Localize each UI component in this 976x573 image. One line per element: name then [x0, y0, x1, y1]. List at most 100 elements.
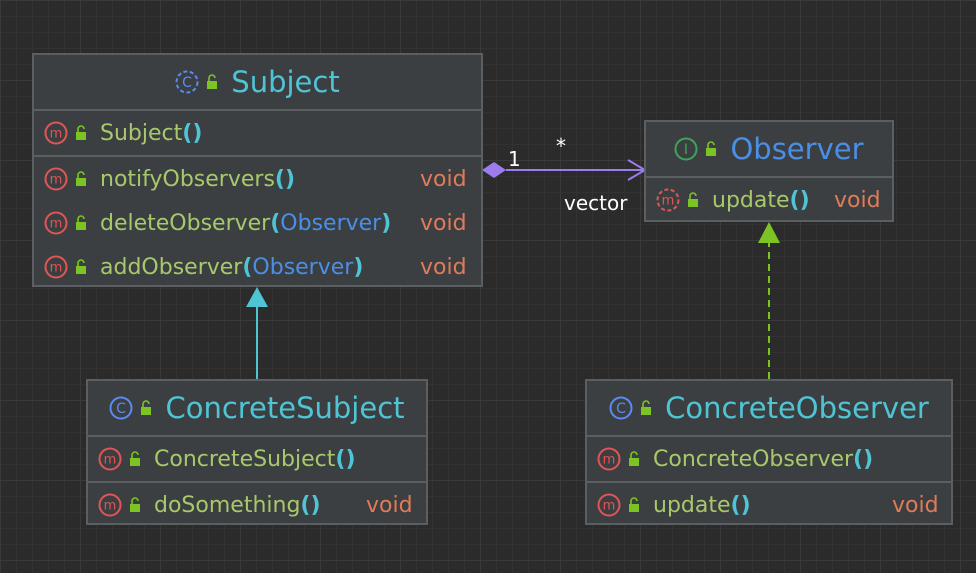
paren-close: ): [381, 210, 392, 236]
member-name: update: [653, 492, 731, 518]
public-lock-icon: [76, 171, 86, 186]
return-type: void: [420, 210, 467, 236]
public-lock-icon: [76, 259, 86, 274]
class-icon: C: [175, 70, 199, 94]
member-row[interactable]: m ConcreteSubject(): [88, 437, 426, 481]
paren-open: (: [730, 492, 741, 518]
svg-text:m: m: [50, 261, 63, 276]
paren-close: ): [284, 166, 296, 192]
svg-text:m: m: [104, 499, 117, 514]
public-lock-icon: [130, 497, 140, 512]
paren-open: (: [789, 187, 800, 213]
constructor-section: m ConcreteObserver(): [587, 437, 951, 483]
class-title: ConcreteSubject: [165, 391, 405, 425]
constructor-section: m Subject(): [34, 111, 481, 157]
member-name: doSomething: [154, 492, 301, 518]
member-row[interactable]: m Subject(): [34, 111, 481, 155]
constructor-section: m ConcreteSubject(): [88, 437, 426, 483]
method-icon: m: [656, 188, 680, 212]
svg-text:I: I: [684, 142, 688, 158]
method-section: m update() void: [587, 483, 951, 527]
role-label: vector: [564, 191, 628, 215]
source-multiplicity-label: 1: [508, 147, 521, 171]
aggregation-diamond: [482, 162, 506, 178]
observer-interface-node[interactable]: I Observer m update() void: [644, 120, 894, 222]
class-header: C Subject: [34, 55, 481, 111]
svg-text:C: C: [117, 401, 127, 417]
interface-header: I Observer: [646, 122, 892, 178]
svg-text:m: m: [603, 499, 616, 514]
method-icon: m: [44, 211, 68, 235]
return-type: void: [892, 492, 939, 518]
paren-close: ): [740, 492, 751, 518]
member-name: ConcreteObserver: [653, 446, 854, 472]
method-icon: m: [597, 493, 621, 517]
concrete-subject-class-node[interactable]: C ConcreteSubject m ConcreteSubject() m …: [86, 379, 428, 525]
member-name: addObserver: [100, 254, 243, 280]
method-icon: m: [98, 447, 122, 471]
svg-text:m: m: [603, 453, 616, 468]
paren-close: ): [345, 446, 356, 472]
paren-open: (: [335, 446, 346, 472]
method-icon: m: [44, 167, 68, 191]
public-lock-icon: [130, 451, 140, 466]
interface-title: Observer: [730, 132, 864, 166]
method-section: m update() void: [646, 178, 892, 222]
paren-open: (: [182, 120, 193, 146]
paren-close: ): [799, 187, 810, 213]
public-lock-icon: [141, 400, 152, 415]
svg-text:m: m: [50, 217, 63, 232]
member-row[interactable]: m update() void: [646, 178, 892, 222]
member-name: update: [712, 187, 790, 213]
paren-close: ): [863, 446, 874, 472]
member-row[interactable]: m addObserver(Observer) void: [34, 245, 481, 289]
svg-text:C: C: [182, 75, 192, 91]
member-name: deleteObserver: [100, 210, 271, 236]
method-icon: m: [597, 447, 621, 471]
paren-close: ): [192, 120, 203, 146]
class-title: ConcreteObserver: [665, 391, 929, 425]
member-row[interactable]: m deleteObserver(Observer) void: [34, 201, 481, 245]
svg-text:m: m: [50, 127, 63, 142]
method-icon: m: [44, 255, 68, 279]
paren-open: (: [270, 210, 281, 236]
member-row[interactable]: m ConcreteObserver(): [587, 437, 951, 481]
method-section: m doSomething() void: [88, 483, 426, 527]
svg-text:m: m: [662, 194, 675, 209]
param-type: Observer: [280, 210, 382, 236]
public-lock-icon: [688, 192, 698, 207]
svg-text:m: m: [104, 453, 117, 468]
generalization-arrowhead: [246, 287, 268, 307]
public-lock-icon: [76, 125, 86, 140]
paren-open: (: [242, 254, 253, 280]
method-section: m notifyObservers() void m deleteObserve…: [34, 157, 481, 289]
class-icon: C: [109, 396, 133, 420]
class-icon: C: [609, 396, 633, 420]
target-multiplicity-label: *: [556, 134, 566, 158]
svg-text:C: C: [616, 401, 626, 417]
svg-text:m: m: [50, 173, 63, 188]
paren-open: (: [853, 446, 864, 472]
member-row[interactable]: m update() void: [587, 483, 951, 527]
paren-close: ): [353, 254, 364, 280]
paren-open: (: [300, 492, 311, 518]
member-row[interactable]: m notifyObservers() void: [34, 157, 481, 201]
public-lock-icon: [76, 215, 86, 230]
class-header: C ConcreteObserver: [587, 381, 951, 437]
return-type: void: [420, 254, 467, 280]
public-lock-icon: [641, 400, 652, 415]
public-lock-icon: [629, 451, 639, 466]
subject-class-node[interactable]: C Subject m Subject() m notifyObservers(…: [32, 53, 483, 287]
param-type: Observer: [252, 254, 354, 280]
interface-icon: I: [674, 137, 698, 161]
class-title: Subject: [231, 65, 340, 99]
return-type: void: [366, 492, 413, 518]
member-row[interactable]: m doSomething() void: [88, 483, 426, 527]
concrete-observer-class-node[interactable]: C ConcreteObserver m ConcreteObserver() …: [585, 379, 953, 525]
member-name: notifyObservers: [100, 166, 275, 192]
public-lock-icon: [207, 74, 218, 89]
member-name: Subject: [100, 120, 183, 146]
method-icon: m: [98, 493, 122, 517]
realization-arrowhead: [758, 222, 780, 243]
class-header: C ConcreteSubject: [88, 381, 426, 437]
